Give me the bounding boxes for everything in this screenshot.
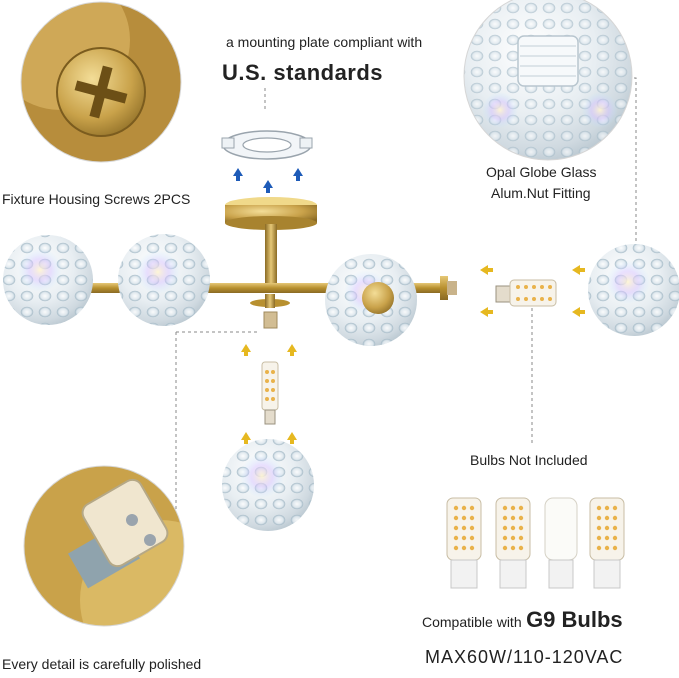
compatible-bulb: G9 Bulbs [526, 607, 623, 632]
mounting-plate-caption: a mounting plate compliant with [226, 34, 423, 50]
g9-bulbs-drawing [446, 497, 625, 589]
mounting-plate-drawing [221, 130, 313, 160]
compatible-line: Compatible with G9 Bulbs [422, 607, 623, 633]
socket-detail-drawing [24, 466, 184, 626]
polished-caption: Every detail is carefully polished [2, 656, 202, 672]
glass-caption-line2: Alum.Nut Fitting [491, 185, 591, 201]
glass-detail-drawing [464, 0, 632, 160]
rating-text: MAX60W/110-120VAC [425, 647, 624, 667]
screw-detail-drawing [21, 2, 181, 162]
screws-caption: Fixture Housing Screws 2PCS [2, 191, 191, 207]
lower-bulb-drawing [261, 361, 279, 425]
glass-caption-line1: Opal Globe Glass [486, 164, 597, 180]
us-standards-heading: U.S. standards [222, 60, 384, 85]
compatible-prefix: Compatible with [422, 614, 522, 630]
right-bulb-drawing [495, 279, 557, 307]
bulbs-not-included-caption: Bulbs Not Included [470, 452, 588, 468]
